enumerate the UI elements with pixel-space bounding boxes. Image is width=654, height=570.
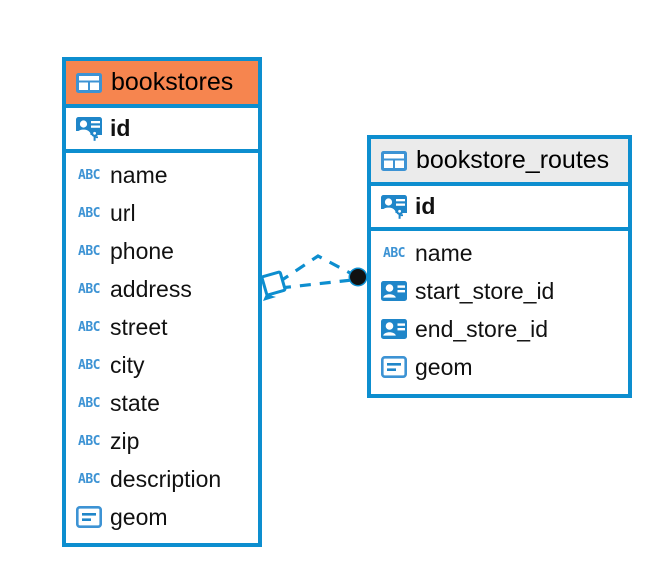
abc-icon: ABC <box>78 319 100 335</box>
geometry-icon <box>76 506 102 528</box>
field-label-phone: phone <box>110 237 174 264</box>
abc-icon: ABC <box>78 433 100 449</box>
primary-key-icon <box>76 116 102 141</box>
field-label-id: id <box>110 115 131 141</box>
field-row-url[interactable]: ABC url <box>66 194 258 232</box>
field-row-end-store-id[interactable]: end_store_id <box>371 310 628 348</box>
field-label-geom: geom <box>110 503 168 530</box>
abc-icon: ABC <box>78 205 100 221</box>
entity-header-bookstore-routes[interactable]: bookstore_routes <box>371 139 628 186</box>
field-label-id: id <box>415 193 436 219</box>
abc-icon: ABC <box>78 167 100 183</box>
field-row-name[interactable]: ABC name <box>371 234 628 272</box>
field-label-zip: zip <box>110 427 140 454</box>
field-row-zip[interactable]: ABC zip <box>66 422 258 460</box>
field-label-url: url <box>110 199 136 226</box>
primary-key-icon <box>381 194 407 219</box>
field-row-geom[interactable]: geom <box>371 348 628 386</box>
field-label-city: city <box>110 351 145 378</box>
abc-icon: ABC <box>78 357 100 373</box>
relationship-line-upper <box>278 254 353 284</box>
table-icon <box>76 72 102 93</box>
geometry-icon <box>381 356 407 378</box>
entity-title-bookstores: bookstores <box>111 68 234 96</box>
field-label-street: street <box>110 313 168 340</box>
field-label-address: address <box>110 275 192 302</box>
diamond-marker[interactable] <box>260 270 287 301</box>
entity-title-bookstore-routes: bookstore_routes <box>416 146 610 174</box>
field-row-address[interactable]: ABC address <box>66 270 258 308</box>
abc-icon: ABC <box>78 281 100 297</box>
field-label-state: state <box>110 389 160 416</box>
entity-bookstores[interactable]: bookstores id <box>62 57 262 547</box>
field-label-end-store-id: end_store_id <box>415 315 548 342</box>
field-label-geom: geom <box>415 353 473 380</box>
field-row-phone[interactable]: ABC phone <box>66 232 258 270</box>
foreign-key-icon <box>381 319 407 339</box>
foreign-key-icon <box>381 281 407 301</box>
field-list-bookstores: ABC name ABC url ABC phone ABC address A… <box>66 153 258 536</box>
field-label-start-store-id: start_store_id <box>415 277 555 304</box>
table-icon <box>381 150 407 171</box>
field-row-description[interactable]: ABC description <box>66 460 258 498</box>
abc-icon: ABC <box>78 471 100 487</box>
field-row-state[interactable]: ABC state <box>66 384 258 422</box>
field-label-description: description <box>110 465 222 492</box>
filled-dot-marker[interactable] <box>348 267 368 287</box>
field-row-id[interactable]: id <box>371 186 628 231</box>
field-row-start-store-id[interactable]: start_store_id <box>371 272 628 310</box>
field-label-name: name <box>415 239 473 266</box>
field-label-name: name <box>110 161 168 188</box>
abc-icon: ABC <box>383 245 405 261</box>
abc-icon: ABC <box>78 243 100 259</box>
relationship-line-lower <box>279 278 353 290</box>
field-row-city[interactable]: ABC city <box>66 346 258 384</box>
field-row-geom[interactable]: geom <box>66 498 258 536</box>
entity-header-bookstores[interactable]: bookstores <box>66 61 258 108</box>
field-list-bookstore-routes: ABC name start_store_id <box>371 231 628 386</box>
field-row-id[interactable]: id <box>66 108 258 153</box>
field-row-street[interactable]: ABC street <box>66 308 258 346</box>
abc-icon: ABC <box>78 395 100 411</box>
field-row-name[interactable]: ABC name <box>66 156 258 194</box>
entity-bookstore-routes[interactable]: bookstore_routes id <box>367 135 632 398</box>
